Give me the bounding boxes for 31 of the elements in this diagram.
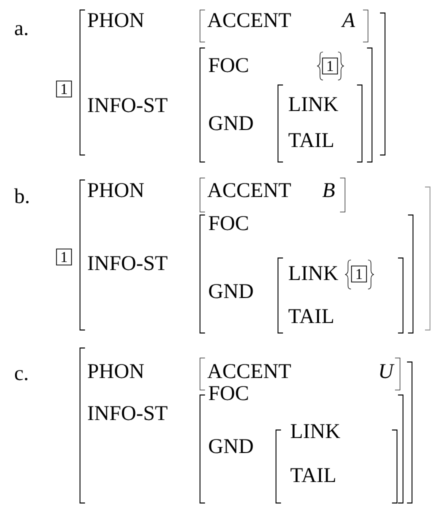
example-letter: a. [14, 25, 28, 36]
attribute-label: LINK [288, 266, 338, 280]
tag-box: 1 [56, 80, 72, 98]
attribute-label: TAIL [288, 309, 334, 323]
attribute-label: GND [209, 439, 253, 454]
example-letter: c. [15, 370, 28, 380]
attribute-label: INFO-ST [88, 256, 168, 270]
attribute-label: FOC [208, 58, 248, 72]
tag-box: 1 [322, 58, 338, 74]
attribute-label: GND [209, 284, 253, 298]
attribute-label: TAIL [288, 133, 334, 147]
attribute-label: PHON [88, 364, 144, 378]
value-label: B [322, 183, 335, 198]
attribute-label: INFO-ST [88, 98, 168, 112]
tag-box: 1 [56, 248, 72, 266]
attribute-label: ACCENT [207, 13, 291, 28]
value-label: U [380, 364, 395, 378]
attribute-label: LINK [290, 424, 340, 438]
attribute-label: FOC [208, 216, 248, 230]
tag-box: 1 [351, 266, 367, 282]
attribute-label: GND [209, 116, 253, 130]
value-label: A [341, 13, 356, 27]
attribute-label: ACCENT [207, 364, 291, 378]
attribute-label: TAIL [290, 468, 336, 482]
attribute-label: LINK [288, 97, 338, 111]
attribute-label: ACCENT [207, 183, 291, 198]
attribute-label: PHON [88, 13, 144, 28]
attribute-label: FOC [208, 386, 248, 400]
attribute-label: INFO-ST [88, 406, 168, 420]
example-letter: b. [14, 188, 29, 204]
attribute-label: PHON [88, 183, 144, 198]
